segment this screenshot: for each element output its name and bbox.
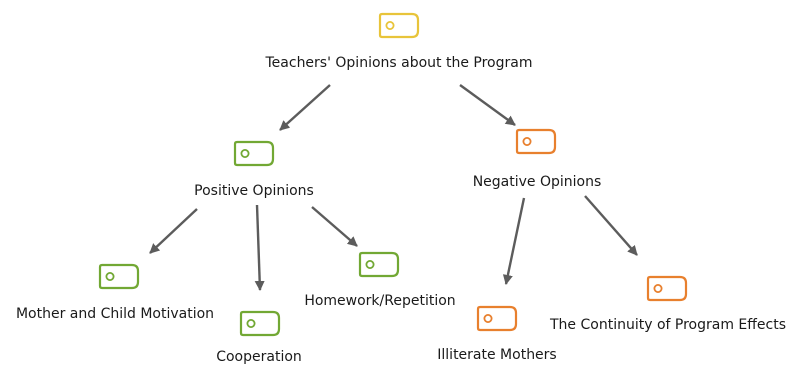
- node-label-homework: Homework/Repetition: [304, 293, 455, 309]
- node-homework[interactable]: Homework/Repetition: [304, 251, 456, 309]
- node-label-continuity: The Continuity of Program Effects: [549, 317, 786, 333]
- edge-positive-to-cooperation: [254, 204, 265, 292]
- node-label-cooperation: Cooperation: [216, 349, 302, 365]
- node-motivation[interactable]: Mother and Child Motivation: [16, 263, 214, 322]
- node-label-positive: Positive Opinions: [194, 183, 314, 199]
- edge-positive-to-motivation: [149, 208, 198, 254]
- tag-icon: [233, 140, 275, 167]
- edge-negative-to-illiterate: [502, 197, 526, 285]
- tag-icon: [378, 12, 420, 39]
- edge-root-to-positive: [279, 84, 331, 131]
- node-continuity[interactable]: The Continuity of Program Effects: [549, 275, 786, 333]
- tag-icon: [515, 128, 557, 155]
- tag-icon: [476, 305, 518, 332]
- node-cooperation[interactable]: Cooperation: [216, 310, 302, 365]
- nodes-layer: Teachers' Opinions about the ProgramPosi…: [16, 12, 786, 365]
- node-positive[interactable]: Positive Opinions: [194, 140, 314, 199]
- tag-icon: [98, 263, 140, 290]
- edge-negative-to-continuity: [584, 195, 638, 256]
- node-label-root: Teachers' Opinions about the Program: [265, 55, 533, 71]
- edges-layer: [149, 84, 638, 292]
- node-label-illiterate: Illiterate Mothers: [437, 347, 556, 363]
- tag-icon: [239, 310, 281, 337]
- edge-positive-to-homework: [311, 206, 358, 247]
- node-root[interactable]: Teachers' Opinions about the Program: [265, 12, 533, 71]
- node-label-motivation: Mother and Child Motivation: [16, 306, 214, 322]
- edge-root-to-negative: [459, 84, 516, 126]
- tag-icon: [646, 275, 688, 302]
- tag-icon: [358, 251, 400, 278]
- node-illiterate[interactable]: Illiterate Mothers: [437, 305, 557, 363]
- node-label-negative: Negative Opinions: [473, 174, 602, 190]
- node-negative[interactable]: Negative Opinions: [473, 128, 602, 190]
